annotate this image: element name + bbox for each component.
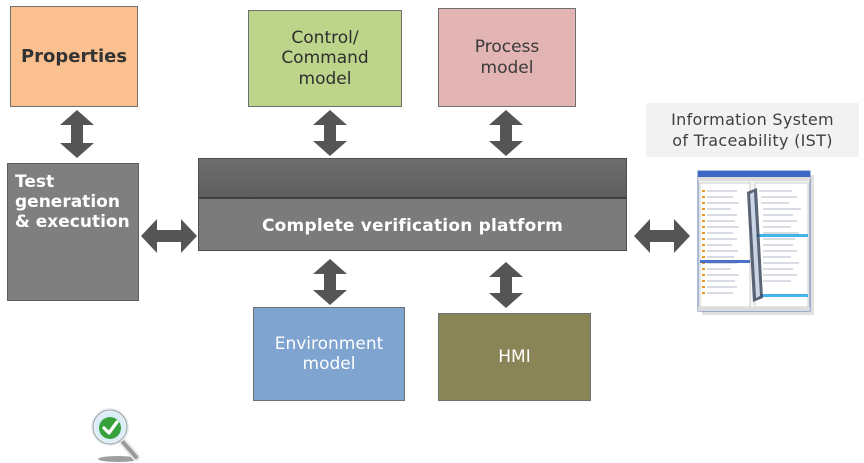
- hmi-platform-arrow-icon: [489, 262, 523, 308]
- control-platform-arrow-icon: [313, 110, 347, 156]
- control-command-model-label: Control/ Command model: [281, 28, 369, 89]
- test-platform-arrow-icon: [141, 219, 197, 253]
- ist-screenshot-image: [697, 170, 814, 315]
- environment-model-label: Environment model: [274, 333, 384, 374]
- platform-header-strip: [199, 159, 626, 199]
- process-model-box: Process model: [438, 8, 576, 107]
- environment-platform-arrow-icon: [313, 259, 347, 305]
- control-command-model-box: Control/ Command model: [248, 10, 402, 107]
- platform-label: Complete verification platform: [262, 215, 563, 236]
- ist-title: Information System of Traceability (IST): [646, 103, 859, 157]
- magnifier-check-icon: [91, 408, 140, 462]
- process-platform-arrow-icon: [489, 110, 523, 156]
- properties-box: Properties: [10, 6, 138, 107]
- hmi-box: HMI: [438, 313, 591, 401]
- ist-title-text: Information System of Traceability (IST): [671, 109, 834, 150]
- test-generation-box: Test generation & execution: [7, 163, 140, 462]
- process-model-label: Process model: [474, 37, 540, 78]
- complete-verification-platform: Complete verification platform: [198, 158, 627, 251]
- hmi-label: HMI: [498, 346, 531, 367]
- properties-test-arrow-icon: [60, 110, 94, 158]
- properties-label: Properties: [20, 45, 128, 67]
- environment-model-box: Environment model: [253, 307, 405, 401]
- test-generation-label: Test generation & execution: [15, 172, 130, 233]
- platform-ist-arrow-icon: [634, 219, 690, 253]
